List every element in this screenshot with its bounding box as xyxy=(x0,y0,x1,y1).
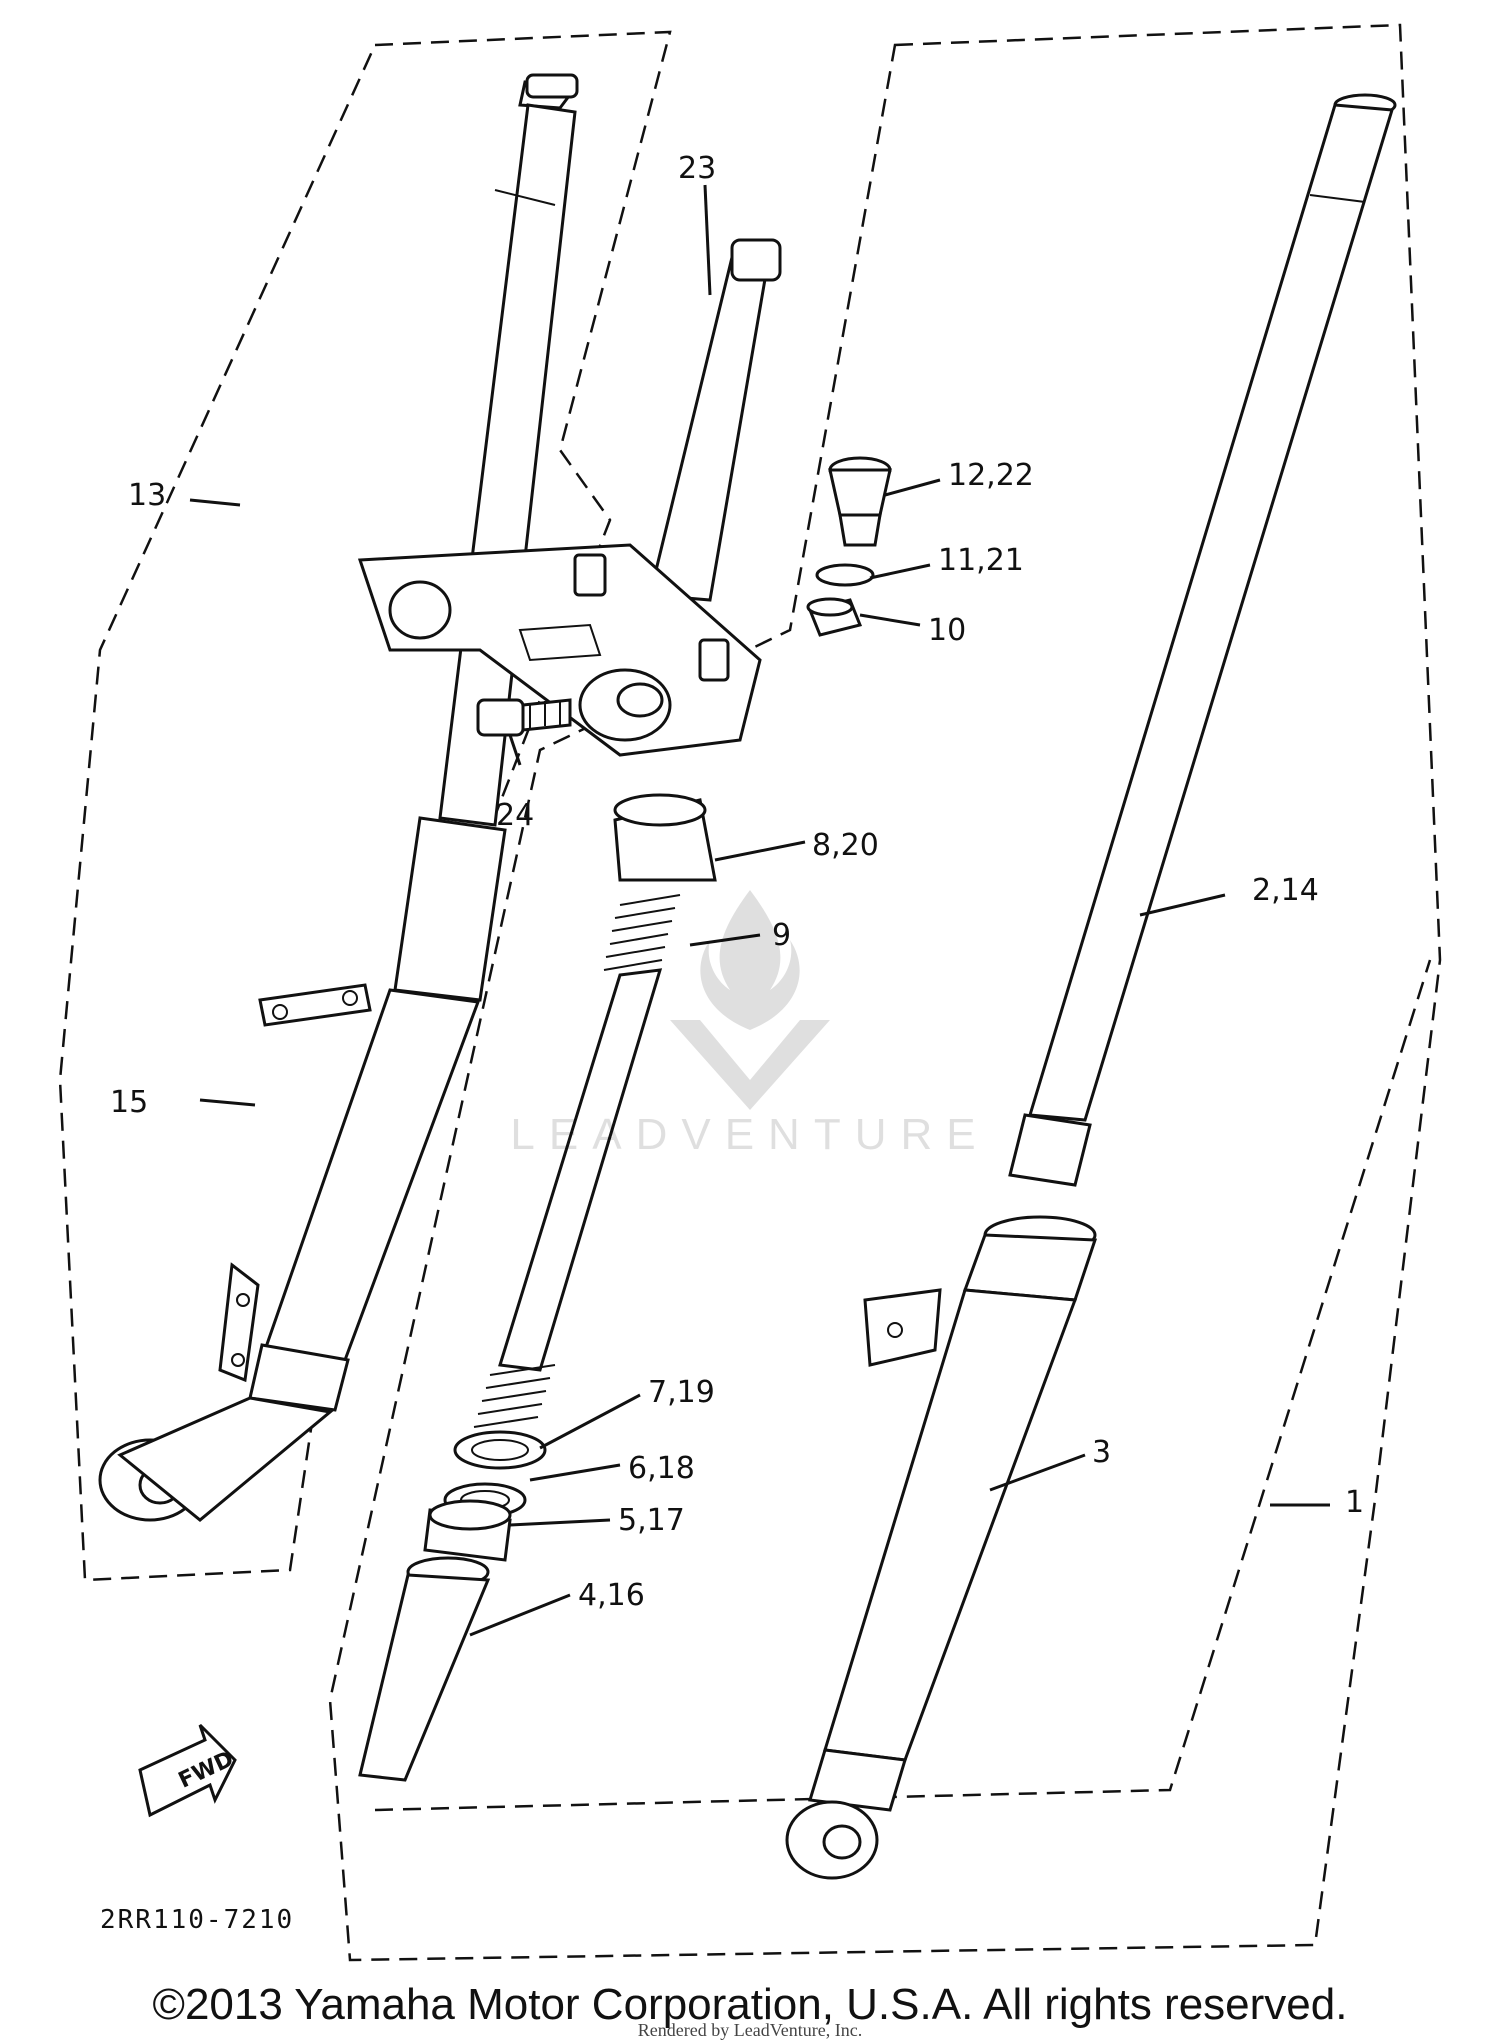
leader-lines xyxy=(189,184,1330,1637)
fwd-arrow-icon: FWD xyxy=(138,1723,238,1818)
callout-10: 10 xyxy=(928,613,966,648)
oil-seal-8-20 xyxy=(613,793,717,882)
callout-13: 13 xyxy=(128,478,166,513)
copyright-notice: ©2013 Yamaha Motor Corporation, U.S.A. A… xyxy=(152,1980,1348,2029)
cap-bolt-12-22 xyxy=(828,456,892,547)
callout-1: 1 xyxy=(1345,1485,1364,1520)
rendered-by-notice: Rendered by LeadVenture, Inc. xyxy=(637,2020,863,2040)
callout-11-21: 11,21 xyxy=(938,543,1024,578)
washer-7-19 xyxy=(453,1430,547,1470)
callout-24: 24 xyxy=(496,798,534,833)
seal-5-17 xyxy=(423,1499,512,1562)
callout-5-17: 5,17 xyxy=(618,1503,685,1538)
inner-tube-2-14 xyxy=(1008,93,1397,1187)
callout-15: 15 xyxy=(110,1085,148,1120)
callout-9: 9 xyxy=(772,918,791,953)
bushing-4-16 xyxy=(358,1556,491,1782)
group-outline-4-16 xyxy=(374,959,1432,1812)
flame-v-logo-icon xyxy=(670,890,830,1110)
callout-6-18: 6,18 xyxy=(628,1451,695,1486)
steering-stem-23 xyxy=(357,238,782,757)
callout-3: 3 xyxy=(1092,1435,1111,1470)
callout-23: 23 xyxy=(678,151,716,186)
watermark-logo: LEADVENTURE xyxy=(470,880,1030,1160)
callout-4-16: 4,16 xyxy=(578,1578,645,1613)
callout-7-19: 7,19 xyxy=(648,1375,715,1410)
group-outline-13 xyxy=(58,30,672,1582)
outer-tube-3 xyxy=(785,1215,1098,1880)
spacer-10 xyxy=(806,597,863,637)
o-ring-11-21 xyxy=(815,563,875,587)
watermark-text: LEADVENTURE xyxy=(510,1110,990,1159)
callout-8-20: 8,20 xyxy=(812,828,879,863)
drawing-code: 2RR110-7210 xyxy=(100,1905,295,1935)
callout-2-14: 2,14 xyxy=(1252,873,1319,908)
bolt-24 xyxy=(476,698,572,737)
callout-12-22: 12,22 xyxy=(948,458,1034,493)
spring-9 xyxy=(473,894,681,1428)
